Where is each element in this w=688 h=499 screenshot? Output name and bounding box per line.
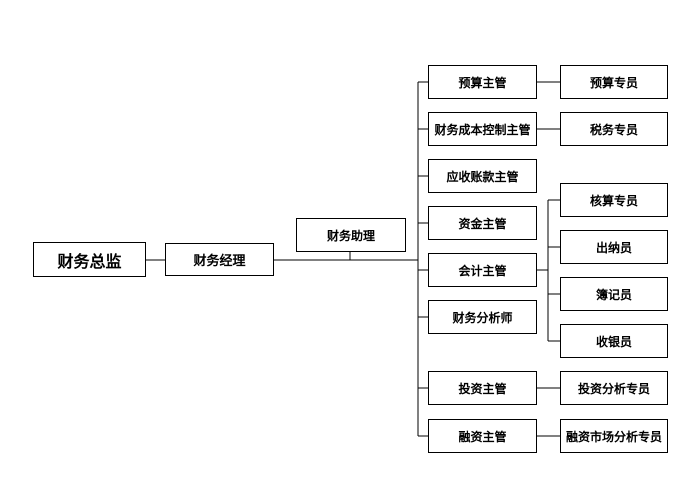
node-receivables-supervisor: 应收账款主管 (428, 159, 537, 193)
node-register-clerk: 收银员 (560, 324, 668, 358)
node-budget-specialist: 预算专员 (560, 65, 668, 99)
node-funds-supervisor: 资金主管 (428, 206, 537, 240)
node-cfo: 财务总监 (33, 242, 146, 277)
node-investment-supervisor: 投资主管 (428, 371, 537, 405)
node-audit-specialist: 核算专员 (560, 183, 668, 217)
node-financial-analyst: 财务分析师 (428, 300, 537, 334)
node-cashier: 出纳员 (560, 230, 668, 264)
node-finance-assistant: 财务助理 (296, 218, 406, 252)
node-budget-supervisor: 预算主管 (428, 65, 537, 99)
node-finance-manager: 财务经理 (165, 243, 274, 276)
node-financing-supervisor: 融资主管 (428, 419, 537, 453)
node-cost-control-supervisor: 财务成本控制主管 (428, 112, 537, 146)
node-investment-analyst: 投资分析专员 (560, 371, 668, 405)
node-financing-market-analyst: 融资市场分析专员 (560, 419, 668, 453)
node-bookkeeper: 簿记员 (560, 277, 668, 311)
node-accounting-supervisor: 会计主管 (428, 253, 537, 287)
node-tax-specialist: 税务专员 (560, 112, 668, 146)
